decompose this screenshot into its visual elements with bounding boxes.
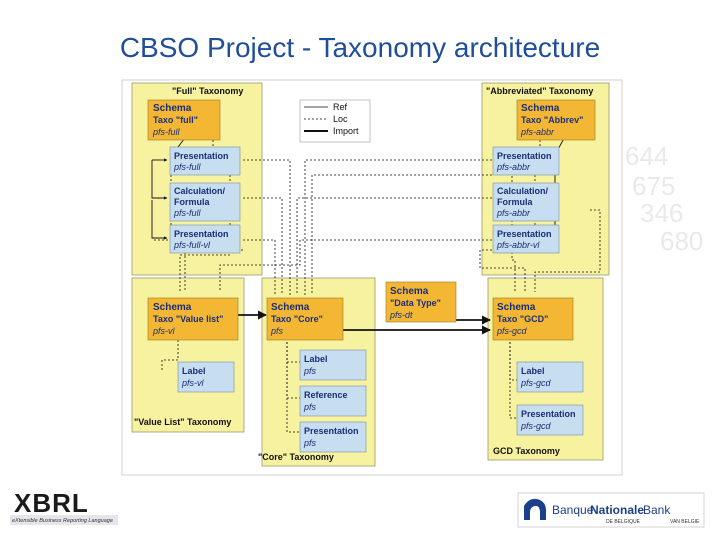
numbers-watermark: 644 675 346 680 (625, 141, 703, 256)
svg-text:Taxo "GCD": Taxo "GCD" (497, 314, 548, 324)
svg-text:Taxo "Core": Taxo "Core" (271, 314, 323, 324)
svg-text:eXtensible Business Reporting: eXtensible Business Reporting Language (12, 518, 113, 524)
svg-text:346: 346 (640, 198, 683, 228)
node-core-schema: Schema Taxo "Core" pfs (266, 297, 344, 341)
node-core-reference: Reference pfs (299, 385, 367, 417)
svg-text:Taxo "Value list": Taxo "Value list" (153, 314, 223, 324)
node-gcd-presentation: Presentation pfs-gcd (516, 404, 584, 436)
svg-text:Taxo "full": Taxo "full" (153, 115, 198, 125)
node-abbrev-presentation: Presentation pfs-abbr (492, 146, 560, 176)
svg-text:VAN BELGIE: VAN BELGIE (670, 519, 700, 525)
node-abbrev-presentation-vl: Presentation pfs-abbr-vl (492, 224, 560, 254)
svg-text:pfs-gcd: pfs-gcd (496, 326, 528, 336)
svg-text:Presentation: Presentation (497, 151, 552, 161)
svg-text:pfs-full: pfs-full (173, 208, 202, 218)
svg-text:Reference: Reference (304, 390, 348, 400)
legend-ref: Ref (333, 102, 348, 112)
node-full-schema: Schema Taxo "full" pfs-full (147, 99, 221, 141)
svg-text:Schema: Schema (271, 302, 310, 313)
svg-text:pfs: pfs (303, 402, 317, 412)
svg-text:pfs-abbr: pfs-abbr (496, 162, 531, 172)
node-gcd-schema: Schema Taxo "GCD" pfs-gcd (492, 297, 574, 341)
svg-text:Calculation/: Calculation/ (174, 186, 226, 196)
node-abbrev-schema: Schema Taxo "Abbrev" pfs-abbr (516, 99, 596, 141)
svg-text:Formula: Formula (174, 197, 210, 207)
node-value-list-schema: Schema Taxo "Value list" pfs-vl (147, 297, 239, 341)
svg-text:Label: Label (182, 366, 206, 376)
svg-text:pfs-abbr: pfs-abbr (496, 208, 531, 218)
svg-text:pfs-full-vl: pfs-full-vl (173, 240, 211, 250)
abbrev-taxonomy-label: "Abbreviated" Taxonomy (486, 86, 593, 96)
gcd-taxonomy-label: GCD Taxonomy (493, 446, 560, 456)
svg-text:"Data Type": "Data Type" (390, 298, 441, 308)
svg-text:Taxo "Abbrev": Taxo "Abbrev" (521, 115, 583, 125)
svg-text:680: 680 (660, 226, 703, 256)
svg-text:Presentation: Presentation (521, 409, 576, 419)
legend-import: Import (333, 126, 359, 136)
core-taxonomy-label: "Core" Taxonomy (258, 452, 334, 462)
svg-text:Banque: Banque (552, 503, 594, 517)
node-core-presentation: Presentation pfs (299, 421, 367, 453)
node-value-list-label: Label pfs-vl (177, 361, 235, 393)
svg-text:pfs-vl: pfs-vl (152, 326, 176, 336)
svg-text:Presentation: Presentation (304, 426, 359, 436)
svg-text:pfs: pfs (303, 366, 317, 376)
svg-text:Label: Label (521, 366, 545, 376)
svg-text:Schema: Schema (521, 103, 560, 114)
svg-text:Schema: Schema (497, 302, 536, 313)
svg-text:Schema: Schema (153, 302, 192, 313)
svg-text:Formula: Formula (497, 197, 533, 207)
svg-text:DE BELGIQUE: DE BELGIQUE (606, 519, 641, 525)
svg-text:pfs: pfs (303, 438, 317, 448)
node-data-type-schema: Schema "Data Type" pfs-dt (385, 281, 457, 323)
svg-text:pfs-gcd: pfs-gcd (520, 421, 552, 431)
svg-text:pfs: pfs (270, 326, 284, 336)
svg-text:pfs-full: pfs-full (173, 162, 202, 172)
nbb-logo: Banque Nationale Bank DE BELGIQUE VAN BE… (517, 492, 705, 528)
value-list-taxonomy-label: "Value List" Taxonomy (134, 417, 231, 427)
svg-text:pfs-gcd: pfs-gcd (520, 378, 552, 388)
slide-title: CBSO Project - Taxonomy architecture (119, 32, 601, 63)
legend-loc: Loc (333, 114, 348, 124)
node-full-presentation-vl: Presentation pfs-full-vl (169, 224, 241, 254)
svg-text:pfs-vl: pfs-vl (181, 378, 205, 388)
svg-text:XBRL: XBRL (14, 488, 89, 518)
full-taxonomy-label: "Full" Taxonomy (172, 86, 243, 96)
svg-text:pfs-full: pfs-full (152, 127, 181, 137)
svg-text:Bank: Bank (643, 503, 671, 517)
svg-text:pfs-abbr-vl: pfs-abbr-vl (496, 240, 540, 250)
legend: Ref Loc Import (299, 99, 371, 143)
svg-text:675: 675 (632, 171, 675, 201)
node-full-presentation: Presentation pfs-full (169, 146, 241, 176)
svg-text:Schema: Schema (390, 286, 429, 297)
svg-text:pfs-dt: pfs-dt (389, 310, 413, 320)
xbrl-logo: XBRL eXtensible Business Reporting Langu… (10, 488, 118, 525)
svg-text:Presentation: Presentation (497, 229, 552, 239)
svg-text:Nationale: Nationale (590, 503, 644, 517)
svg-text:Calculation/: Calculation/ (497, 186, 549, 196)
node-full-calculation: Calculation/ Formula pfs-full (169, 182, 241, 222)
svg-text:Schema: Schema (153, 103, 192, 114)
svg-text:Presentation: Presentation (174, 151, 229, 161)
svg-text:Presentation: Presentation (174, 229, 229, 239)
node-core-label: Label pfs (299, 349, 367, 381)
svg-text:Label: Label (304, 354, 328, 364)
node-gcd-label: Label pfs-gcd (516, 361, 584, 393)
svg-text:644: 644 (625, 141, 668, 171)
svg-text:pfs-abbr: pfs-abbr (520, 127, 555, 137)
node-abbrev-calculation: Calculation/ Formula pfs-abbr (492, 182, 560, 222)
